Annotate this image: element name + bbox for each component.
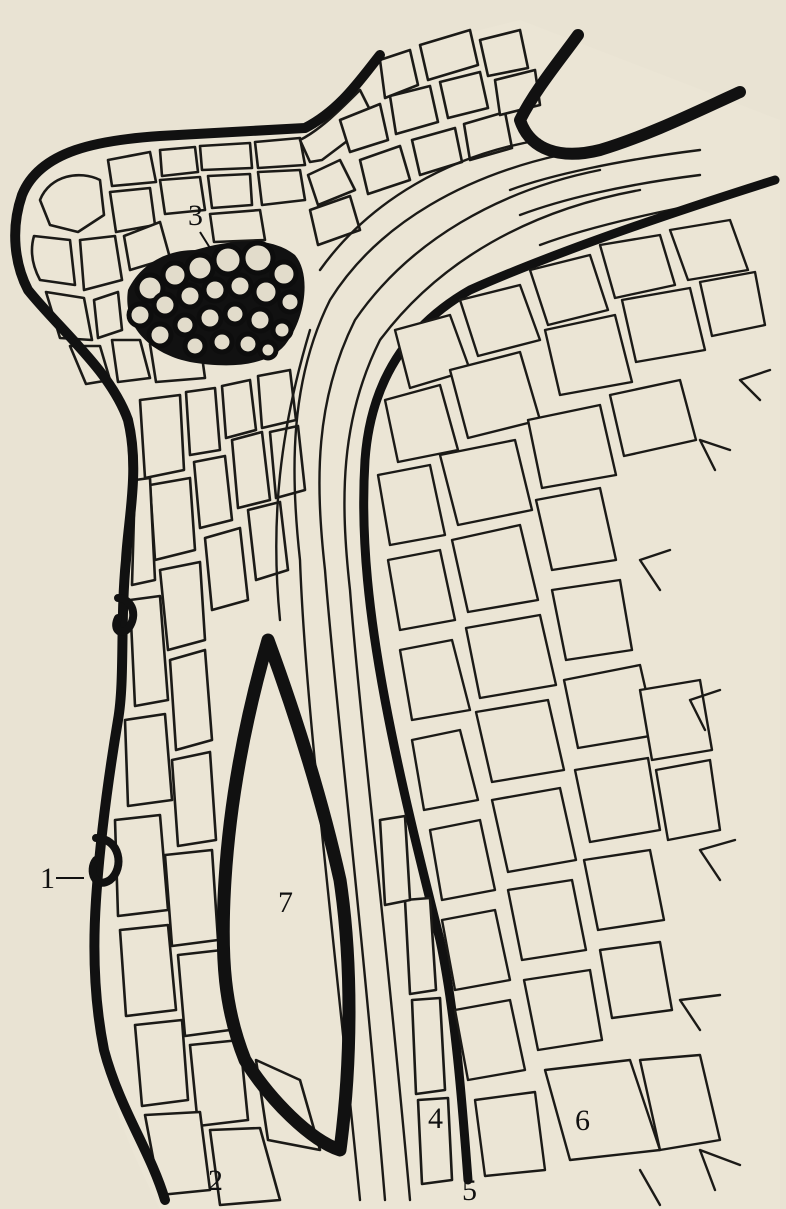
label-1: 1 <box>40 862 55 895</box>
label-4: 4 <box>428 1102 443 1135</box>
label-3: 3 <box>188 199 203 232</box>
label-5: 5 <box>462 1174 477 1207</box>
label-2: 2 <box>208 1164 223 1197</box>
label-6: 6 <box>575 1104 590 1137</box>
label-7: 7 <box>278 886 293 919</box>
